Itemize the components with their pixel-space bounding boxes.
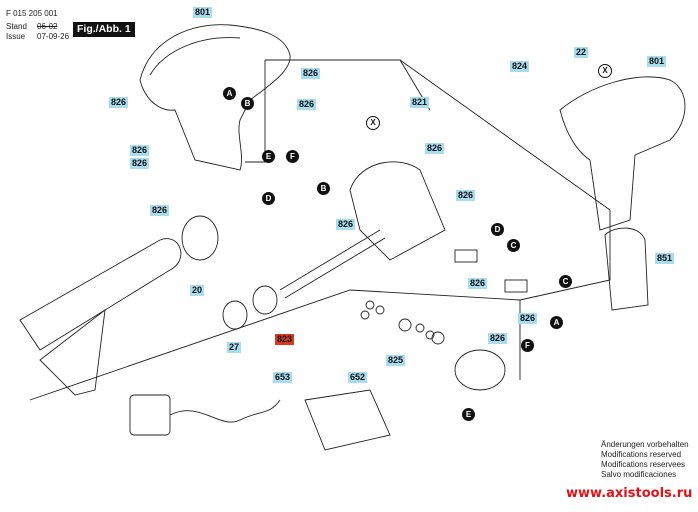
connection-marker: B	[241, 97, 254, 110]
part-label: 20	[190, 285, 205, 296]
power-adapter	[129, 394, 171, 436]
housing-half-right	[559, 76, 686, 231]
document-number: F 015 205 001	[6, 9, 58, 18]
part-label: 826	[488, 333, 508, 344]
connection-marker: X	[598, 64, 612, 78]
connection-marker: C	[507, 239, 520, 252]
piston-disc	[252, 285, 278, 315]
part-label-highlighted: 823	[275, 334, 295, 345]
connection-marker: A	[550, 316, 563, 329]
charger-base	[304, 389, 391, 451]
part-label: 826	[297, 99, 317, 110]
part-label: 801	[647, 56, 667, 67]
watermark-link[interactable]: www.axistools.ru	[566, 486, 693, 501]
issue-value: 07-09-26	[37, 32, 70, 41]
connection-marker: X	[366, 116, 380, 130]
part-label: 826	[518, 313, 538, 324]
figure-label: Fig./Abb. 1	[73, 22, 135, 37]
connection-marker: D	[491, 223, 504, 236]
connection-marker: F	[521, 339, 534, 352]
lever	[39, 308, 106, 396]
part-label: 826	[425, 143, 445, 154]
part-label: 27	[227, 342, 242, 353]
housing-half-left	[139, 24, 291, 171]
part-label: 826	[336, 219, 356, 230]
connection-marker: A	[223, 87, 236, 100]
part-label: 826	[468, 278, 488, 289]
note-en: Modifications reserved	[601, 450, 682, 459]
connection-marker: C	[559, 275, 572, 288]
part-label: 826	[109, 97, 129, 108]
end-cap	[181, 215, 219, 261]
piston-seal	[222, 300, 248, 330]
part-label: 826	[456, 190, 476, 201]
motor	[454, 349, 506, 391]
part-label: 826	[301, 68, 321, 79]
connection-marker: D	[262, 192, 275, 205]
part-label: 821	[410, 97, 430, 108]
note-es: Salvo modificaciones	[601, 470, 677, 479]
connection-marker: B	[317, 182, 330, 195]
part-label: 653	[273, 372, 293, 383]
stand-label: Stand	[6, 22, 27, 31]
part-label: 851	[655, 253, 675, 264]
part-label: 825	[386, 355, 406, 366]
battery-pack	[604, 227, 649, 311]
connection-marker: F	[286, 150, 299, 163]
part-label: 824	[510, 61, 530, 72]
connection-marker: E	[462, 408, 475, 421]
connection-marker: E	[262, 150, 275, 163]
part-label: 826	[150, 205, 170, 216]
part-label: 22	[574, 47, 589, 58]
note-fr: Modifications reservees	[601, 460, 686, 469]
stand-value: 06-02	[37, 22, 58, 31]
gearbox	[349, 161, 446, 261]
part-label: 801	[193, 7, 213, 18]
note-de: Änderungen vorbehalten	[601, 440, 689, 449]
part-label: 826	[130, 158, 150, 169]
modification-notes: Änderungen vorbehalten Modifications res…	[601, 440, 689, 480]
cartridge-tube	[19, 238, 182, 351]
part-label: 652	[348, 372, 368, 383]
part-label: 826	[130, 145, 150, 156]
issue-label: Issue	[6, 32, 26, 41]
